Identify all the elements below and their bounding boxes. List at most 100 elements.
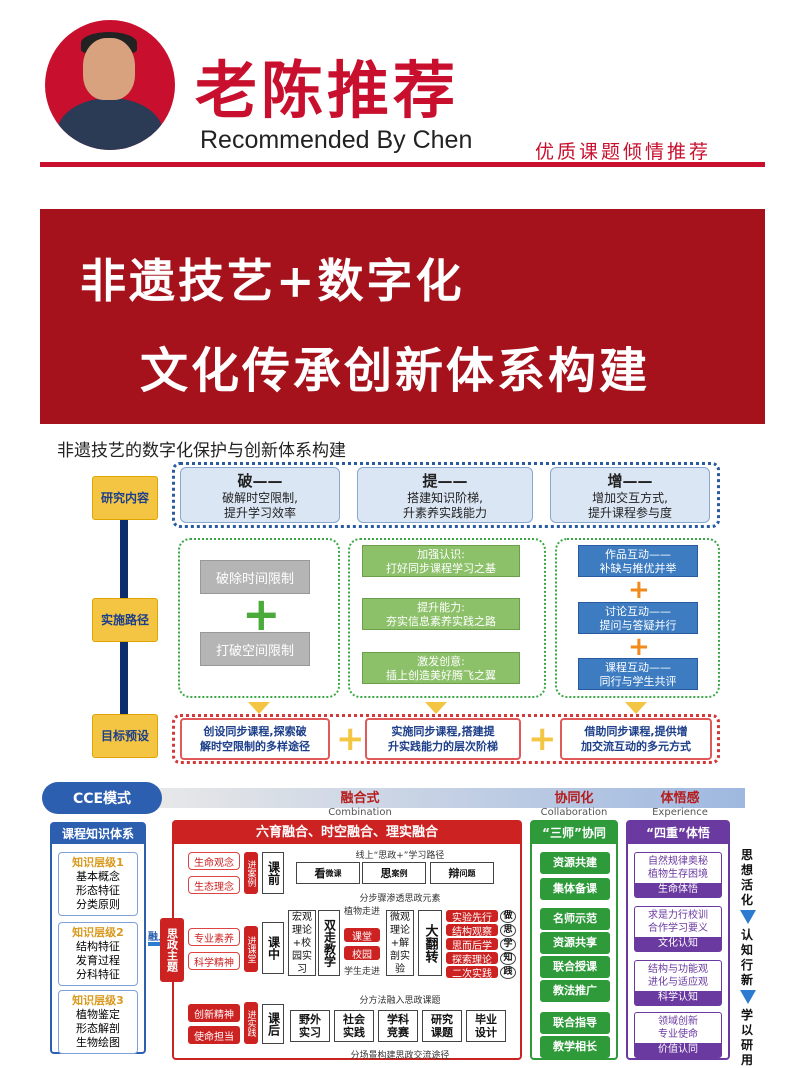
practice-item: 学科竞赛 [378,1010,418,1042]
stage-step: 思案例 [362,862,426,884]
category-body: 增加交互方式, [592,491,668,505]
step-sub: 问题 [459,868,476,878]
section-title: 体悟感 [660,791,700,806]
item-line: 领域创新 [658,1016,698,1027]
collab-item: 教法推广 [540,980,610,1002]
item-tag: 文化认知 [635,937,721,951]
step-tag: 结构观察 [446,924,498,938]
stage-step: 微观理论+解剖实验 [386,910,414,976]
collaboration-panel: “三师”协同 资源共建 集体备课 名师示范 资源共享 联合授课 教法推广 联合指… [530,820,618,1060]
goal-text: 实施同步课程,搭建提 [391,725,495,738]
collab-item: 联合指导 [540,1012,610,1034]
item-tag: 科学认知 [635,991,721,1005]
cycle-node: 学 [500,938,516,951]
stage-side: 进课堂 [244,926,258,972]
step-tag: 思而后学 [446,938,498,952]
author-avatar [45,20,175,150]
step-title: 作品互动—— [605,548,671,561]
level-item: 形态特征 [76,884,120,897]
down-arrow-icon [740,990,756,1004]
step-tag: 实验先行 [446,910,498,924]
plus-icon: + [242,587,281,641]
level-item: 形态解剖 [76,1022,120,1035]
path-step: 课程互动——同行与学生共评 [578,658,698,690]
value-tag: 创新精神 [188,1004,240,1022]
stage-label: 课后 [262,1004,284,1044]
outcome-label: 思想活化 [740,848,753,907]
experience-item: 结构与功能观进化与适应观科学认知 [634,960,722,1006]
category-head: 增—— [607,472,653,490]
panel-title: 六育融合、时空融合、理实融合 [174,822,520,844]
plus-icon: + [336,719,365,759]
level-item: 基本概念 [76,870,120,883]
item-line: 植物生存困境 [648,869,708,880]
stage-step: 大翻转 [418,910,442,976]
collab-item: 教学相长 [540,1036,610,1058]
stage-label: 课中 [262,922,284,974]
item-line: 专业使命 [658,1029,698,1040]
plus-icon: + [628,632,650,662]
practice-item: 毕业设计 [466,1010,506,1042]
step-text: 插上创造美好腾飞之翼 [386,669,496,682]
outcome-label: 学以研用 [740,1008,753,1067]
step-title: 加强认识: [417,548,465,561]
path-caption: 线上“思政+”学习路径 [355,851,445,861]
step-text: 同行与学生共评 [599,675,677,688]
value-tag: 生态理念 [188,876,240,894]
side-label-goal: 目标预设 [92,714,158,758]
collab-item: 资源共享 [540,932,610,954]
path-column-3 [555,538,720,698]
step-title: 讨论互动—— [605,605,671,618]
down-arrow-icon [248,702,270,714]
collab-item: 集体备课 [540,878,610,900]
section-subtitle: Collaboration [540,807,608,818]
step-tag: 校园 [344,946,380,961]
category-head: 提—— [422,472,468,490]
header-divider [40,162,765,167]
step-main: 辩 [448,866,460,880]
outcome-label: 认知行新 [740,928,753,987]
value-tag: 专业素养 [188,928,240,946]
level-title: 知识层级3 [72,994,124,1007]
step-text: 补缺与推优并举 [599,562,677,575]
step-tag: 二次实践 [446,966,498,980]
step-caption: 分步骤渗透思政元素 [359,894,441,904]
step-caption: 学生走进 [343,967,380,977]
mode-label: CCE模式 [42,782,162,814]
category-body: 提升学习效率 [223,506,296,520]
goal-frame [172,714,720,764]
step-caption: 植物走进 [343,907,380,917]
step-text: 夯实信息素养实践之路 [386,615,496,628]
experience-item: 领域创新专业使命价值认同 [634,1012,722,1058]
value-tag: 生命观念 [188,852,240,870]
down-arrow-icon [625,702,647,714]
step-caption: 分方法融入思政课题 [359,996,441,1006]
practice-item: 社会实践 [334,1010,374,1042]
down-arrow-icon [740,910,756,924]
goal-text: 解时空限制的多样途径 [200,740,310,753]
side-label-research: 研究内容 [92,476,158,520]
level-item: 结构特征 [76,940,120,953]
plus-icon: + [528,719,557,759]
stage-label: 课前 [262,852,284,894]
item-line: 进化与适应观 [648,977,708,988]
category-add: 增—— 增加交互方式, 提升课程参与度 [550,467,710,523]
step-text: 提问与答疑并行 [599,619,677,632]
collab-item: 名师示范 [540,908,610,930]
level-title: 知识层级2 [72,926,124,939]
level-item: 植物鉴定 [76,1008,120,1021]
step-tag: 探索理论 [446,952,498,966]
level-item: 分科特征 [76,968,120,981]
practice-item: 野外实习 [290,1010,330,1042]
flow-arrow [120,520,128,598]
level-item: 生物绘图 [76,1036,120,1049]
path-step: 破除时间限制 [200,560,310,594]
goal-text: 创设同步课程,探索破 [203,725,307,738]
level-title: 知识层级1 [72,856,124,869]
level-item: 分类原则 [76,898,120,911]
goal-box: 借助同步课程,提供增加交流互动的多元方式 [560,718,712,760]
value-tag: 科学精神 [188,952,240,970]
step-title: 激发创意: [417,655,465,668]
